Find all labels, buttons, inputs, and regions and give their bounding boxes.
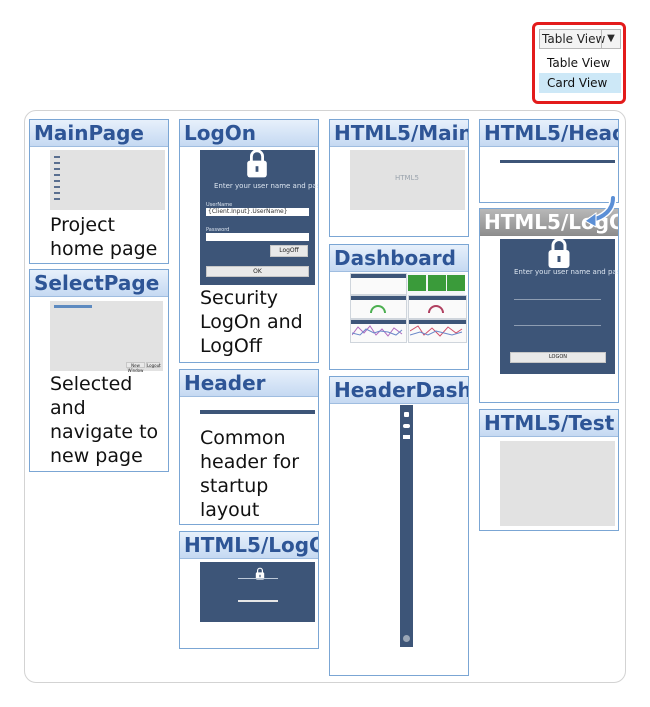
gauge-icon xyxy=(370,305,386,314)
card-html5-logoff[interactable]: HTML5/LogOff Enter your user name and pa… xyxy=(479,208,619,403)
thumb-prompt: Enter your user name and password. xyxy=(214,182,318,190)
card-mainpage[interactable]: MainPage Project home page xyxy=(29,119,169,264)
card-header[interactable]: Header Common header for startup layout xyxy=(179,369,319,525)
desc-line: startup xyxy=(200,475,269,497)
lock-icon xyxy=(548,238,570,268)
card-thumbnail: Enter your user name and password. UserN… xyxy=(200,149,318,285)
card-title: HTML5/Header xyxy=(480,120,618,147)
view-select[interactable]: Table View ▼ xyxy=(539,29,621,49)
card-headerdashboard[interactable]: HeaderDashboard xyxy=(329,376,469,676)
desc-line: Project xyxy=(50,214,116,236)
line-chart-icon xyxy=(410,325,463,337)
desc-line: Security xyxy=(200,287,279,309)
view-selector: Table View ▼ Table View Card View xyxy=(532,22,626,104)
card-title: MainPage xyxy=(30,120,168,147)
card-title: SelectPage xyxy=(30,270,168,297)
card-title: HTML5/LogOn xyxy=(180,532,318,559)
thumb-label: Password xyxy=(206,227,230,233)
thumb-watermark: HTML5 xyxy=(395,174,419,182)
desc-line: Selected xyxy=(50,373,133,395)
card-thumbnail xyxy=(200,562,315,622)
card-dashboard[interactable]: Dashboard xyxy=(329,244,469,370)
card-html5-main[interactable]: HTML5/Main HTML5 xyxy=(329,119,469,237)
curved-arrow-icon xyxy=(584,196,617,228)
view-select-value: Table View xyxy=(542,32,606,46)
desc-line: home page xyxy=(50,238,158,260)
view-options-list: Table View Card View xyxy=(539,53,621,93)
card-title: HTML5/Test xyxy=(480,410,618,437)
card-html5-test[interactable]: HTML5/Test xyxy=(479,409,619,531)
gauge-icon xyxy=(428,305,444,314)
card-title: Header xyxy=(180,370,318,397)
desc-line: Common xyxy=(200,427,286,449)
thumb-button: New Window xyxy=(126,362,145,373)
card-description: Security LogOn and LogOff xyxy=(200,286,303,358)
option-card-view[interactable]: Card View xyxy=(539,73,621,93)
chevron-down-icon[interactable]: ▼ xyxy=(601,30,620,48)
card-description: Project home page xyxy=(50,213,157,261)
card-thumbnail: Enter your user name and password. LOGON xyxy=(500,238,618,374)
desc-line: and xyxy=(50,397,86,419)
card-thumbnail xyxy=(500,441,615,526)
card-description: Selected and navigate to new page xyxy=(50,372,158,468)
card-title: HeaderDashboard xyxy=(330,377,468,404)
card-html5-header[interactable]: HTML5/Header xyxy=(479,119,619,203)
card-thumbnail xyxy=(200,410,315,414)
card-html5-logon[interactable]: HTML5/LogOn xyxy=(179,531,319,649)
desc-line: header for xyxy=(200,451,300,473)
card-title: HTML5/Main xyxy=(330,120,468,147)
card-thumbnail xyxy=(500,160,615,163)
desc-line: layout xyxy=(200,499,260,521)
card-title: LogOn xyxy=(180,120,318,147)
card-thumbnail: HTML5 xyxy=(350,150,465,210)
thumb-field: {Client.Input}.UserName} xyxy=(206,208,309,216)
lock-icon xyxy=(255,567,265,580)
card-thumbnail xyxy=(400,405,413,647)
desc-line: LogOn and xyxy=(200,311,303,333)
thumb-button: LogOff xyxy=(270,245,308,257)
card-thumbnail: New Window Logout xyxy=(50,301,163,373)
thumb-label: UserName xyxy=(206,202,233,208)
card-selectpage[interactable]: SelectPage New Window Logout Selected an… xyxy=(29,269,169,472)
card-description: Common header for startup layout xyxy=(200,426,299,522)
thumb-field xyxy=(206,233,309,241)
card-thumbnail xyxy=(50,150,165,210)
thumb-button: Logout xyxy=(146,362,161,368)
card-title: Dashboard xyxy=(330,245,468,272)
desc-line: LogOff xyxy=(200,335,262,357)
card-logon[interactable]: LogOn Enter your user name and password.… xyxy=(179,119,319,363)
card-thumbnail xyxy=(350,273,467,343)
desc-line: new page xyxy=(50,445,143,467)
thumb-prompt: Enter your user name and password. xyxy=(514,268,618,276)
thumb-button: LOGON xyxy=(510,352,606,363)
option-table-view[interactable]: Table View xyxy=(547,56,611,70)
lock-icon xyxy=(247,149,267,178)
line-chart-icon xyxy=(352,325,403,337)
desc-line: navigate to xyxy=(50,421,159,443)
thumb-button: OK xyxy=(206,266,309,277)
